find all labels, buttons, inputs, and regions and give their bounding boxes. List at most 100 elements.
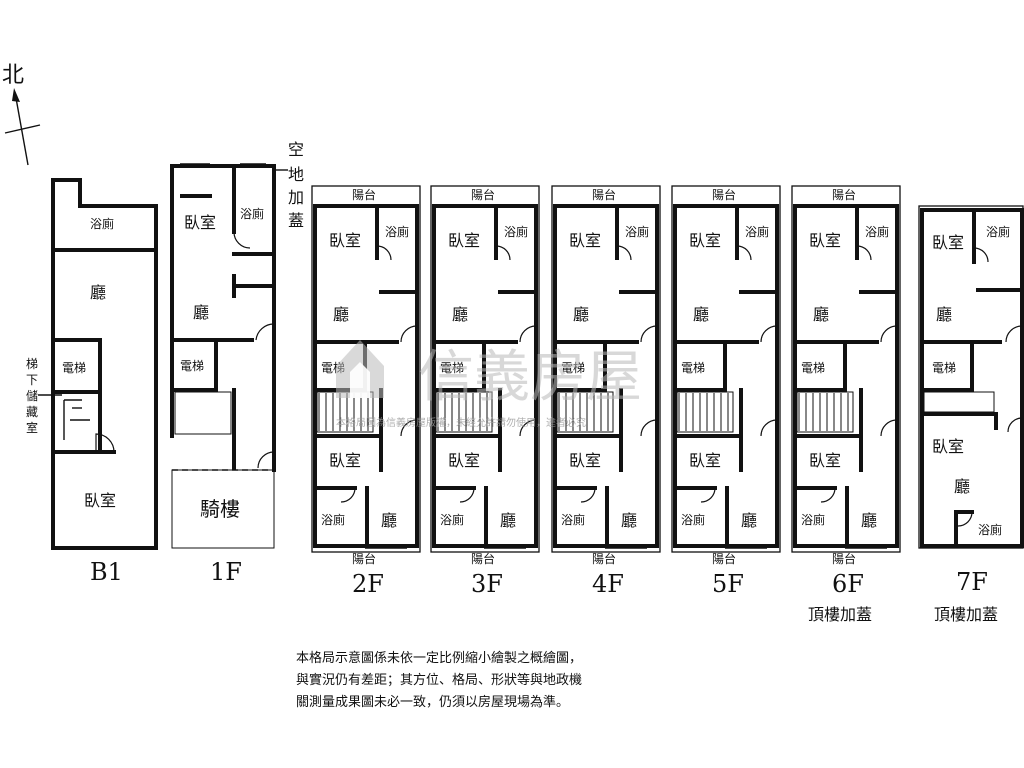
watermark-brand: 信義房屋	[418, 345, 642, 410]
svg-text:加: 加	[288, 188, 304, 207]
elevator-label: 電梯	[801, 361, 825, 375]
svg-text:梯: 梯	[26, 357, 38, 371]
7f-hall-top-label: 廳	[936, 305, 952, 324]
balcony-top-label: 陽台	[712, 187, 736, 202]
bedroom-top-label: 臥室	[809, 231, 841, 250]
bath-top-label: 浴廁	[745, 224, 769, 239]
hall-bottom-label: 廳	[621, 511, 637, 530]
disclaimer: 本格局示意圖係未依一定比例縮小繪製之概繪圖， 與實況仍有差距；其方位、格局、形狀…	[296, 650, 582, 710]
svg-text:室: 室	[26, 420, 38, 435]
1f-bedroom-label: 臥室	[184, 213, 216, 232]
hall-bottom-label: 廳	[500, 511, 516, 530]
bedroom-top-label: 臥室	[689, 231, 721, 250]
hall-top-label: 廳	[333, 305, 349, 324]
bedroom-top-label: 臥室	[329, 231, 361, 250]
bath-bottom-label: 浴廁	[561, 512, 585, 527]
bath-top-label: 浴廁	[625, 224, 649, 239]
svg-text:藏: 藏	[26, 405, 38, 419]
7f-elevator-label: 電梯	[932, 361, 956, 375]
svg-text:儲: 儲	[26, 389, 38, 403]
balcony-top-label: 陽台	[592, 187, 616, 202]
hall-top-label: 廳	[452, 305, 468, 324]
balcony-bottom-label: 陽台	[592, 551, 616, 566]
hall-bottom-label: 廳	[381, 511, 397, 530]
bedroom-top-label: 臥室	[448, 231, 480, 250]
7f-bedroom-top-label: 臥室	[932, 233, 964, 252]
7f-sub-label: 頂樓加蓋	[934, 605, 998, 624]
elevator-label: 電梯	[561, 361, 585, 375]
hall-top-label: 廳	[813, 305, 829, 324]
balcony-bottom-label: 陽台	[352, 551, 376, 566]
hall-top-label: 廳	[693, 305, 709, 324]
watermark-notice: 本格局圖為信義房屋版權，未經允許請勿使用，違者必究	[336, 416, 586, 429]
balcony-top-label: 陽台	[352, 187, 376, 202]
svg-text:空: 空	[288, 140, 304, 159]
bath-bottom-label: 浴廁	[681, 512, 705, 527]
hall-top-label: 廳	[573, 305, 589, 324]
bath-bottom-label: 浴廁	[801, 512, 825, 527]
floor-label: 6F	[832, 570, 864, 598]
7f-hall-label: 廳	[954, 477, 970, 496]
watermark-logo-icon	[336, 340, 384, 398]
floor-3f: 陽台臥室浴廁廳電梯臥室浴廁廳陽台3F	[430, 185, 540, 598]
b1-understair-label: 梯 下 儲 藏 室	[26, 357, 62, 435]
1f-bath-label: 浴廁	[240, 206, 264, 221]
floor-7f: 臥室 浴廁 廳 電梯 臥室 廳 浴廁 7F 頂樓加蓋	[918, 205, 1024, 624]
disclaimer-line-3: 關測量成果圖未必一致，仍須以房屋現場為準。	[296, 694, 569, 710]
floor-5f: 陽台臥室浴廁廳電梯臥室浴廁廳陽台5F	[671, 185, 781, 598]
bath-bottom-label: 浴廁	[321, 512, 345, 527]
svg-text:下: 下	[26, 373, 38, 387]
hall-bottom-label: 廳	[861, 511, 877, 530]
bath-top-label: 浴廁	[865, 224, 889, 239]
elevator-label: 電梯	[681, 361, 705, 375]
7f-bedroom-label: 臥室	[932, 437, 964, 456]
floor-b1: 浴廁 廳 電梯 臥室 梯 下 儲 藏 室 B1	[26, 178, 158, 586]
floor-6f: 陽台臥室浴廁廳電梯臥室浴廁廳陽台6F頂樓加蓋	[791, 185, 901, 624]
disclaimer-line-2: 與實況仍有差距；其方位、格局、形狀等與地政機	[296, 672, 582, 688]
1f-side-note: 空 地 加 蓋	[276, 140, 304, 230]
1f-arcade-label: 騎樓	[200, 497, 240, 521]
balcony-bottom-label: 陽台	[712, 551, 736, 566]
north-arrow: 北	[2, 63, 41, 166]
disclaimer-line-1: 本格局示意圖係未依一定比例縮小繪製之概繪圖，	[296, 650, 582, 666]
bath-top-label: 浴廁	[504, 224, 528, 239]
1f-stairs	[174, 391, 232, 435]
1f-elevator-label: 電梯	[180, 359, 204, 373]
hall-bottom-label: 廳	[741, 511, 757, 530]
north-label: 北	[2, 63, 24, 88]
svg-text:地: 地	[288, 165, 304, 184]
svg-text:蓋: 蓋	[288, 211, 304, 230]
balcony-top-label: 陽台	[471, 187, 495, 202]
floor-label: 2F	[352, 570, 384, 598]
floor-label: 3F	[471, 570, 503, 598]
bath-top-label: 浴廁	[385, 224, 409, 239]
b1-bath-label: 浴廁	[90, 216, 114, 231]
1f-floor-label: 1F	[210, 558, 242, 586]
b1-hall-label: 廳	[90, 283, 106, 302]
7f-bath-top-label: 浴廁	[986, 224, 1010, 239]
b1-floor-label: B1	[90, 558, 123, 586]
typical-floors: 陽台臥室浴廁廳電梯臥室浴廁廳陽台2F陽台臥室浴廁廳電梯臥室浴廁廳陽台3F陽台臥室…	[311, 185, 901, 624]
balcony-bottom-label: 陽台	[471, 551, 495, 566]
balcony-top-label: 陽台	[832, 187, 856, 202]
bath-bottom-label: 浴廁	[440, 512, 464, 527]
b1-bedroom-label: 臥室	[84, 491, 116, 510]
1f-hall-label: 廳	[193, 303, 209, 322]
balcony-bottom-label: 陽台	[832, 551, 856, 566]
bedroom-bottom-label: 臥室	[569, 451, 601, 470]
elevator-label: 電梯	[440, 361, 464, 375]
7f-bath-label: 浴廁	[978, 522, 1002, 537]
bedroom-top-label: 臥室	[569, 231, 601, 250]
bedroom-bottom-label: 臥室	[809, 451, 841, 470]
7f-floor-label: 7F	[956, 568, 988, 596]
floor-1f: 臥室 浴廁 廳 電梯 騎樓 空 地 加 蓋 1F	[170, 140, 304, 586]
floor-sub-label: 頂樓加蓋	[808, 605, 872, 624]
floor-4f: 陽台臥室浴廁廳電梯臥室浴廁廳陽台4F	[551, 185, 661, 598]
bedroom-bottom-label: 臥室	[448, 451, 480, 470]
bedroom-bottom-label: 臥室	[329, 451, 361, 470]
floor-label: 5F	[712, 570, 744, 598]
watermark: 信義房屋 本格局圖為信義房屋版權，未經允許請勿使用，違者必究	[336, 340, 642, 429]
b1-elevator-label: 電梯	[62, 361, 86, 375]
bedroom-bottom-label: 臥室	[689, 451, 721, 470]
